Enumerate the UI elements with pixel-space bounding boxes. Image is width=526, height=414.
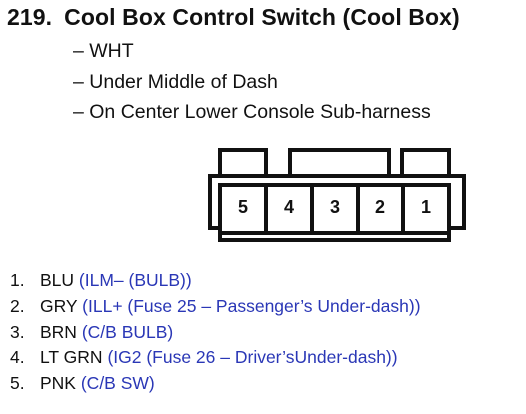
pin-description: (ILM– (BULB))	[78, 270, 192, 290]
pin-row: 4. LT GRN (IG2 (Fuse 26 – Driver’sUnder-d…	[10, 345, 421, 371]
wire-color: PNK	[40, 373, 76, 394]
cavity-label: 5	[238, 197, 248, 217]
pin-number: 1.	[10, 270, 25, 290]
detail-location: – Under Middle of Dash	[73, 71, 278, 93]
pin-row: 3. BRN (C/B BULB)	[10, 320, 421, 346]
pin-number: 4.	[10, 347, 25, 368]
cavity-label: 3	[330, 197, 340, 217]
wire-color: GRY	[40, 295, 78, 316]
wire-color: BLU	[40, 270, 75, 290]
pin-description: (IG2 (Fuse 26 – Driver’sUnder-dash))	[107, 347, 398, 368]
connector-center-tab	[288, 148, 391, 178]
wire-color: LT GRN	[40, 347, 103, 368]
connector-cavity-row	[218, 183, 451, 235]
pin-row: 5. PNK (C/B SW)	[10, 371, 421, 397]
cavity-label: 2	[375, 197, 385, 217]
title-text: Cool Box Control Switch (Cool Box)	[64, 4, 460, 30]
pin-description: (ILL+ (Fuse 25 – Passenger’s Under-dash)…	[82, 295, 421, 316]
pin-number: 3.	[10, 321, 25, 342]
cavity-label: 1	[421, 197, 431, 217]
pin-number: 5.	[10, 373, 25, 394]
pin-list: 1. BLU (ILM– (BULB)) 2. GRY (ILL+ (Fuse 25…	[10, 268, 421, 397]
wire-color: BRN	[40, 321, 77, 342]
pin-number: 2.	[10, 295, 25, 316]
pin-row: 1. BLU (ILM– (BULB))	[10, 268, 421, 294]
connector-left-tab	[218, 148, 268, 178]
title-number: 219.	[7, 4, 53, 30]
connector-right-tab	[400, 148, 451, 178]
detail-harness: – On Center Lower Console Sub-harness	[73, 101, 431, 123]
page-title: 219. Cool Box Control Switch (Cool Box)	[7, 4, 460, 31]
connector-diagram: 5 4 3 2 1	[208, 148, 466, 242]
pin-description: (C/B BULB)	[81, 321, 174, 342]
pin-description: (C/B SW)	[80, 373, 155, 394]
cavity-label: 4	[284, 197, 294, 217]
pin-row: 2. GRY (ILL+ (Fuse 25 – Passenger’s Under…	[10, 294, 421, 320]
detail-color: – WHT	[73, 40, 134, 62]
